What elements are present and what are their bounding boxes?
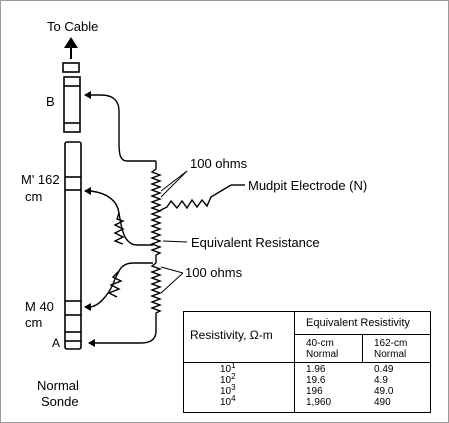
resistivity-exponent: 3 [231, 383, 236, 392]
resistivity-value: 10 [220, 397, 232, 408]
col-162cm-header-2: Normal [374, 349, 407, 360]
col-40cm-header-2: Normal [306, 349, 339, 360]
equivalent-resistivity-header: Equivalent Resistivity [306, 317, 410, 329]
lead-a [88, 323, 157, 347]
resistivity-value: 10 [220, 364, 232, 375]
sonde-tool [62, 62, 82, 350]
electrode-m-prime-distance: cm [25, 189, 42, 204]
to-cable-label: To Cable [47, 19, 98, 34]
electrode-m-label: M 40 [25, 299, 54, 314]
value-40cm: 19.6 [306, 375, 326, 386]
table-row: 101 1.96 0.49 [184, 361, 430, 375]
value-40cm: 1.96 [306, 364, 326, 375]
mudpit-electrode-label: Mudpit Electrode (N) [248, 178, 367, 193]
ohms-pointers [160, 170, 188, 294]
lead-mudpit [158, 184, 245, 212]
lead-m [84, 262, 153, 311]
normal-sonde-label-2: Sonde [41, 394, 79, 409]
resistivity-exponent: 1 [231, 361, 236, 370]
value-162cm: 4.9 [374, 375, 388, 386]
resistivity-value: 10 [220, 375, 232, 386]
table-row: 102 19.6 4.9 [184, 372, 430, 386]
resistivity-exponent: 4 [231, 394, 236, 403]
resistor-chain [150, 161, 162, 323]
table-row: 104 1,960 490 [184, 394, 430, 408]
lead-b [84, 91, 156, 162]
value-40cm: 1,960 [306, 397, 332, 408]
resistivity-column-header: Resistivity, Ω-m [190, 328, 273, 342]
resistivity-table: Resistivity, Ω-m Equivalent Resistivity … [183, 311, 431, 413]
col-40cm-header: 40-cm [306, 338, 334, 349]
equivalent-resistance-label: Equivalent Resistance [191, 235, 320, 250]
electrode-m-distance: cm [25, 315, 42, 330]
value-40cm: 196 [306, 386, 323, 397]
value-162cm: 490 [374, 397, 391, 408]
resistivity-exponent: 2 [231, 372, 236, 381]
table-row: 103 196 49.0 [184, 383, 430, 397]
lead-m-prime [84, 187, 153, 246]
value-162cm: 49.0 [374, 386, 394, 397]
resistivity-value: 10 [220, 386, 232, 397]
cable-arrow [64, 37, 78, 59]
col-162cm-header: 162-cm [374, 338, 408, 349]
ohms-bottom-label: 100 ohms [185, 265, 243, 280]
electrode-a-label: A [52, 336, 60, 350]
ohms-top-label: 100 ohms [190, 156, 248, 171]
value-162cm: 0.49 [374, 364, 394, 375]
normal-sonde-label: Normal [37, 378, 79, 393]
electrode-m-prime-label: M' 162 [21, 172, 60, 187]
electrode-b-label: B [46, 94, 55, 109]
